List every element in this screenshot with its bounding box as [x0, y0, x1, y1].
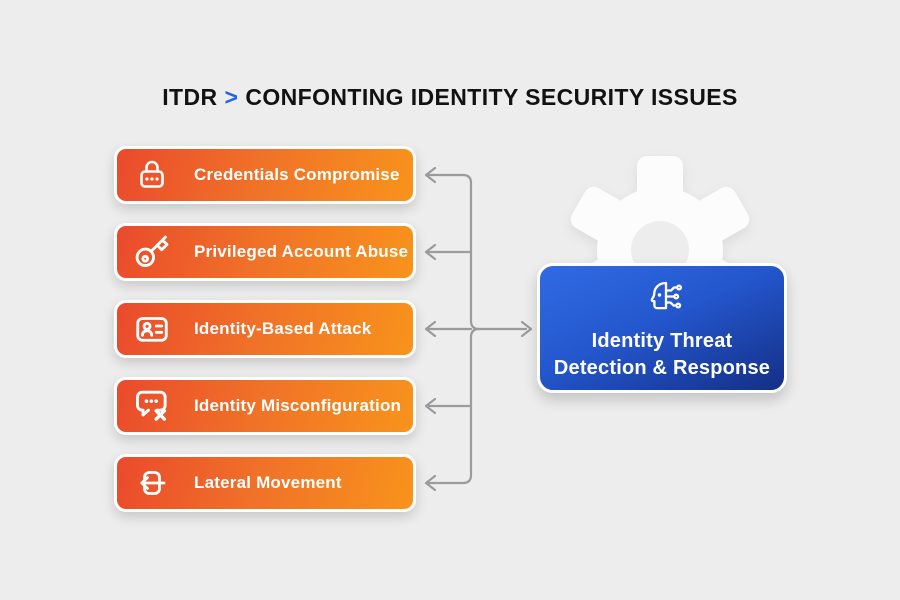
key-icon: [135, 235, 169, 267]
connector-trunk-bottom: [427, 327, 481, 485]
issue-card-credentials-compromise: Credentials Compromise: [114, 146, 416, 204]
issue-label: Identity Misconfiguration: [194, 396, 402, 415]
issue-label: Credentials Compromise: [194, 165, 400, 184]
title-text: CONFONTING IDENTITY SECURITY ISSUES: [245, 84, 738, 110]
arrowhead-left-4: [424, 397, 437, 415]
target-title-line1: Identity Threat: [591, 330, 733, 352]
issue-card-identity-based-attack: Identity-Based Attack: [114, 300, 416, 358]
issue-label: Lateral Movement: [194, 473, 342, 492]
arrowhead-left-5: [424, 474, 437, 492]
title-prefix: ITDR: [162, 84, 218, 110]
title-separator: >: [224, 84, 239, 110]
itdr-card: Identity Threat Detection & Response: [537, 263, 787, 393]
lateral-movement-icon: [140, 471, 166, 495]
issue-card-privileged-account-abuse: Privileged Account Abuse: [114, 223, 416, 281]
ai-head-icon: [650, 281, 683, 310]
issue-label: Identity-Based Attack: [194, 319, 372, 338]
arrowhead-left-1: [424, 166, 437, 184]
issue-label: Privileged Account Abuse: [194, 242, 409, 261]
target-title: Identity Threat Detection & Response: [554, 328, 770, 382]
arrowhead-left-2: [424, 243, 437, 261]
issue-card-lateral-movement: Lateral Movement: [114, 454, 416, 512]
page-title: ITDR>CONFONTING IDENTITY SECURITY ISSUES: [0, 84, 900, 111]
target-title-line2: Detection & Response: [553, 357, 771, 379]
id-card-icon: [136, 317, 168, 342]
arrowhead-left-3: [424, 320, 437, 338]
lock-icon: [140, 160, 164, 188]
issue-card-identity-misconfiguration: Identity Misconfiguration: [114, 377, 416, 435]
chat-error-icon: [136, 390, 167, 421]
arrowhead-right: [520, 320, 533, 338]
